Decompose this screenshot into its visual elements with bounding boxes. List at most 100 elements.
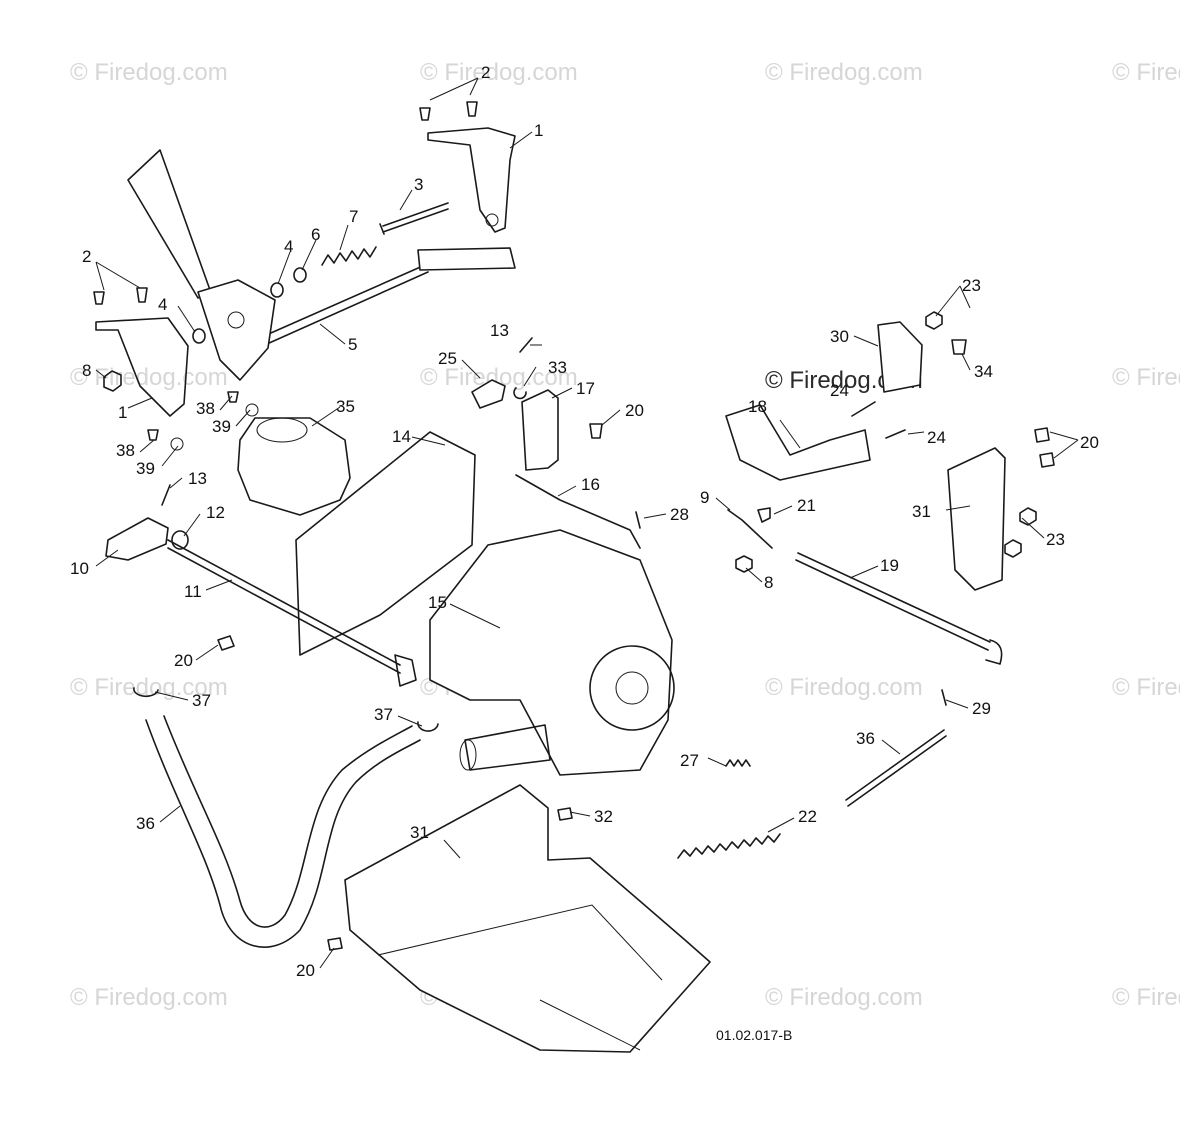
callout-number: 25: [438, 349, 457, 368]
callout-number: 24: [830, 381, 849, 400]
callout-number: 12: [206, 503, 225, 522]
part-spring-7: [321, 246, 377, 266]
part-bolt: [419, 101, 478, 121]
part-shaft-11: [167, 539, 401, 674]
part-transmission-15: [429, 529, 673, 776]
watermark-text: © Firedog.com: [70, 364, 228, 391]
part-bracket-lower: [95, 317, 189, 417]
callout-number: 2: [82, 247, 91, 266]
callout-number: 3: [414, 175, 423, 194]
callout-number: 2: [481, 63, 490, 82]
callout-number: 29: [972, 699, 991, 718]
part-bolt: [327, 807, 573, 951]
part-pin-3: [379, 202, 449, 235]
callout-number: 38: [116, 441, 135, 460]
callout-number: 31: [912, 502, 931, 521]
part-bracket-17: [521, 389, 559, 471]
part-pin-24: [851, 401, 906, 439]
part-reservoir-35: [237, 417, 351, 516]
part-rod-19: [795, 552, 991, 651]
part-sector-plate: [197, 279, 276, 381]
part-clip-33: [513, 387, 527, 400]
watermark-text: © Firedog.com: [1112, 364, 1180, 391]
callout-number: 9: [700, 488, 709, 507]
part-nut: [925, 311, 1037, 558]
callout-number: 1: [534, 121, 543, 140]
callout-number: 22: [798, 807, 817, 826]
part-bushing: [394, 654, 417, 687]
callout-number: 16: [581, 475, 600, 494]
part-plate-14: [295, 431, 476, 656]
watermark-text: © Firedog.com: [765, 984, 923, 1011]
part-transmission-hub: [589, 645, 675, 731]
part-shield-30: [344, 784, 711, 1053]
part-washer: [192, 328, 206, 344]
part-spring-26: [725, 759, 751, 767]
watermark-text: © Firedog.com: [1112, 984, 1180, 1011]
part-bolt: [217, 635, 235, 651]
callout-number: 5: [348, 335, 357, 354]
callout-number: 11: [184, 582, 202, 601]
watermark-text: © Firedog.com: [420, 59, 578, 86]
part-bracket-upper: [427, 127, 516, 233]
watermark-text: © Firedog.com: [1112, 674, 1180, 701]
callout-number: 23: [962, 276, 981, 295]
part-bolt: [589, 423, 603, 439]
part-pivot-25: [471, 379, 506, 409]
part-hose-36-outer: [163, 715, 413, 928]
callout-number: 37: [192, 691, 211, 710]
part-rod-32: [845, 729, 947, 807]
leader-lines: [95, 77, 1079, 969]
part-nut: [735, 555, 753, 573]
callout-number: 36: [856, 729, 875, 748]
part-clip-9: [727, 509, 773, 549]
callout-number: 4: [284, 237, 293, 256]
part-pin-13: [161, 484, 171, 506]
diagram-code: 01.02.017-B: [716, 1027, 792, 1043]
callout-number: 10: [70, 559, 89, 578]
callout-number: 14: [392, 427, 411, 446]
part-bracket-28: [877, 321, 923, 393]
part-bracket-29: [947, 447, 1006, 591]
part-bolt: [93, 287, 148, 305]
part-rod-16: [515, 474, 641, 549]
callout-number: 20: [174, 651, 193, 670]
callout-number: 8: [82, 361, 91, 380]
callout-number: 39: [136, 459, 155, 478]
part-hose-36: [145, 719, 421, 948]
part-screw-21: [757, 507, 771, 523]
callout-number: 35: [336, 397, 355, 416]
part-nut: [103, 370, 122, 392]
watermark-layer: © Firedog.com © Firedog.com © Firedog.co…: [70, 59, 1180, 1011]
callout-labels: 2 1 3 4 6 7 2 4 5 8 1 13 33 25 17 20 14 …: [70, 63, 1099, 1043]
part-rod-19-end: [985, 639, 1003, 665]
callout-number: 20: [625, 401, 644, 420]
watermark-text: © Firedog.com: [765, 674, 923, 701]
callout-number: 33: [548, 358, 567, 377]
part-rod-5: [254, 264, 429, 349]
callout-number: 6: [311, 225, 320, 244]
callout-number: 15: [428, 593, 447, 612]
callout-number: 23: [1046, 530, 1065, 549]
part-pin-13: [519, 337, 533, 353]
callout-number: 28: [670, 505, 689, 524]
part-drawings: [93, 101, 1055, 1053]
callout-number: 24: [927, 428, 946, 447]
callout-number: 32: [594, 807, 613, 826]
callout-number: 18: [748, 397, 767, 416]
callout-number: 19: [880, 556, 899, 575]
callout-number: 38: [196, 399, 215, 418]
callout-number: 21: [797, 496, 816, 515]
callout-number: 30: [830, 327, 849, 346]
part-lever: [127, 149, 211, 299]
callout-number: 1: [118, 403, 127, 422]
callout-number: 7: [349, 207, 358, 226]
watermark-text: © Firedog.com: [70, 984, 228, 1011]
callout-number: 36: [136, 814, 155, 833]
part-washer-12: [171, 530, 189, 550]
part-washer: [270, 282, 284, 298]
part-rod-5-bracket: [417, 247, 516, 271]
callout-number: 27: [680, 751, 699, 770]
watermark-text: © Firedog.com: [1112, 59, 1180, 86]
